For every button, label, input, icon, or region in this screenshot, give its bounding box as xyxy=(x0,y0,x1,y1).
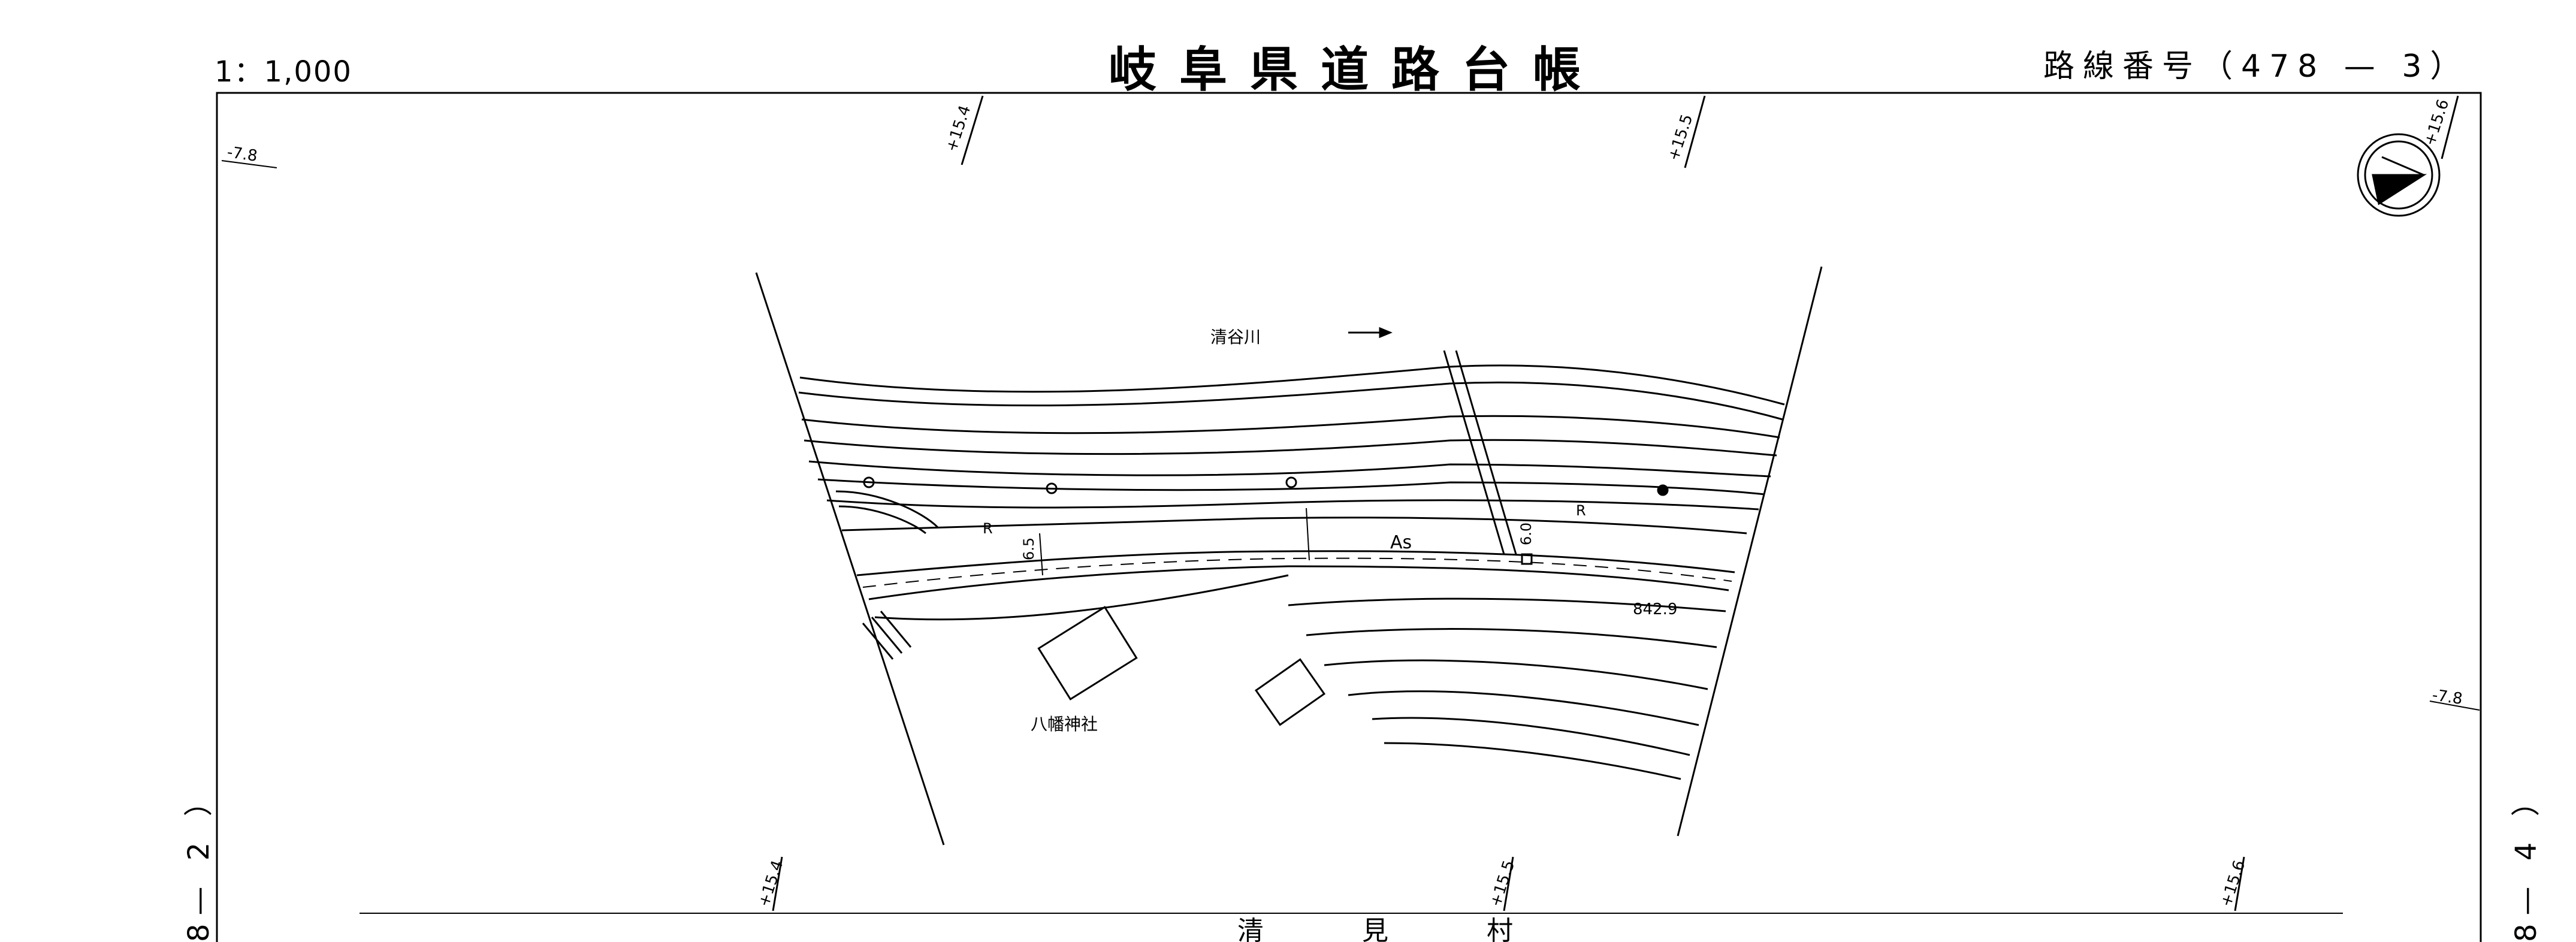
stone-steps xyxy=(862,611,912,660)
road-width: 6.0 xyxy=(1518,523,1535,545)
station-tick xyxy=(961,95,984,165)
station-label: +15.6 xyxy=(2217,858,2249,909)
slope-contour xyxy=(874,574,1289,621)
station-label: +15.4 xyxy=(943,103,974,154)
river-bank xyxy=(817,478,1765,496)
station-tick xyxy=(1503,856,1514,911)
route-number-value: 478 — 3 xyxy=(2241,49,2430,84)
station-tick xyxy=(221,160,277,168)
slope-contour xyxy=(1348,690,1699,726)
river-bank xyxy=(798,381,1783,421)
station-tick xyxy=(772,856,783,911)
building xyxy=(1254,658,1326,726)
elevation-label: 842.9 xyxy=(1633,600,1677,618)
route-close: ） xyxy=(2430,49,2470,84)
map-frame xyxy=(216,92,2482,942)
station-label: +15.6 xyxy=(2421,97,2453,148)
sheet-cut-left xyxy=(755,272,945,846)
marker xyxy=(863,476,875,488)
dimension-line xyxy=(1306,508,1310,561)
station-label: +15.5 xyxy=(1487,858,1518,909)
marker xyxy=(1657,484,1669,496)
road-width: 6.5 xyxy=(1020,538,1037,560)
station-label: +15.4 xyxy=(755,858,787,909)
river-bank xyxy=(801,415,1780,439)
station-label: -7.8 xyxy=(226,143,258,165)
river-bank xyxy=(799,364,1785,406)
page-title: 岐阜県道路台帳 xyxy=(1109,42,1603,98)
station-tick xyxy=(1684,95,1706,168)
river-bank xyxy=(804,439,1777,457)
river-bank xyxy=(808,460,1771,478)
bridge-line xyxy=(1455,350,1517,555)
slope-contour xyxy=(1384,742,1681,780)
station-label: -7.8 xyxy=(2431,686,2463,708)
village-label: 清 見 村 xyxy=(1237,916,1549,942)
station-tick xyxy=(2234,856,2245,911)
marker xyxy=(1285,476,1297,488)
road-edge xyxy=(826,499,1759,511)
radius-label: R xyxy=(1576,502,1586,519)
route-number: 路線番号（478 — 3） xyxy=(2043,41,2469,86)
shrine-label: 八幡神社 xyxy=(1031,714,1098,734)
shrine-building xyxy=(1037,606,1138,701)
radius-label: R xyxy=(983,520,993,537)
dimension-line xyxy=(1039,533,1043,576)
marker xyxy=(1046,482,1058,494)
river-name: 清谷川 xyxy=(1210,327,1261,347)
route-label: 路線番号（ xyxy=(2043,49,2242,84)
road-edge xyxy=(841,517,1747,535)
slope-contour xyxy=(1324,659,1708,690)
road-edge xyxy=(856,550,1735,576)
road-edge xyxy=(868,565,1729,600)
slope-contour xyxy=(1288,597,1726,612)
flow-arrow-head xyxy=(1379,327,1393,339)
station-tick xyxy=(2441,95,2459,159)
road-centerline xyxy=(862,557,1732,588)
station-label: +15.5 xyxy=(1665,112,1696,163)
north-arrow-icon xyxy=(2357,133,2441,217)
station-tick xyxy=(2429,701,2480,711)
slope-contour xyxy=(1372,717,1690,756)
pavement-label: As xyxy=(1390,532,1412,553)
map-scale: 1：1,000 xyxy=(215,55,352,89)
stone-steps xyxy=(835,490,939,529)
marker xyxy=(1521,553,1533,565)
stone-steps xyxy=(838,505,926,535)
sheet-cut-right xyxy=(1677,266,1823,837)
bridge-line xyxy=(1443,350,1505,555)
slope-contour xyxy=(1306,628,1717,648)
